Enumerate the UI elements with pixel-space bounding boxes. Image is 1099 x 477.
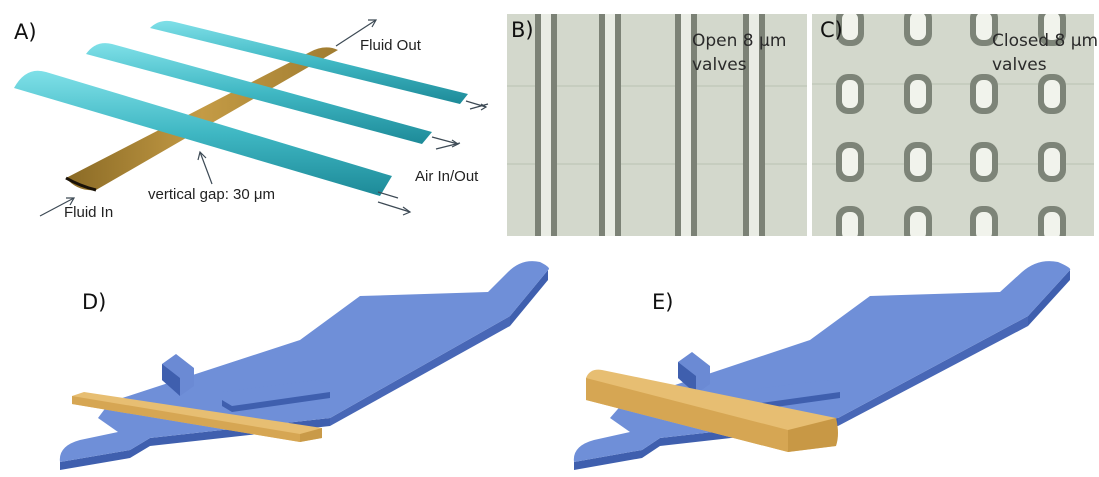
panel-e-render xyxy=(573,261,1071,470)
closed-valve-14 xyxy=(970,206,998,236)
micrograph-closed xyxy=(812,14,1094,236)
fluid-in-label: Fluid In xyxy=(64,204,114,221)
closed-valve-2 xyxy=(970,14,998,46)
closed-valve-4 xyxy=(836,74,864,114)
open-channel-2 xyxy=(599,14,621,236)
panel-a-label: A) xyxy=(14,20,37,44)
panel-b-label: B) xyxy=(511,18,534,42)
open-valves-line1: Open 8 μm xyxy=(692,31,787,51)
open-channel-1 xyxy=(535,14,557,236)
closed-valve-10 xyxy=(970,142,998,182)
panel-d-render xyxy=(59,261,549,470)
closed-valves-line2: valves xyxy=(992,55,1047,75)
closed-valve-12 xyxy=(836,206,864,236)
valve-membrane-d xyxy=(72,392,322,442)
open-channel-3 xyxy=(675,14,697,236)
open-channel-4 xyxy=(743,14,765,236)
fluid-channel xyxy=(65,47,338,192)
air-channel-1 xyxy=(150,20,468,104)
air-in-out-label: Air In/Out xyxy=(415,168,479,185)
closed-valve-6 xyxy=(970,74,998,114)
closed-valve-8 xyxy=(836,142,864,182)
micrograph-open xyxy=(507,14,807,236)
closed-valve-11 xyxy=(1038,142,1066,182)
fluid-in-arrow xyxy=(39,197,75,217)
closed-valve-1 xyxy=(904,14,932,46)
air-channel-2 xyxy=(86,43,432,144)
closed-valve-3 xyxy=(1038,14,1066,46)
fluid-out-label: Fluid Out xyxy=(360,37,421,54)
closed-valves-line1: Closed 8 μm xyxy=(992,31,1099,51)
closed-valve-13 xyxy=(904,206,932,236)
valve-membrane-e xyxy=(586,369,838,452)
open-valves-line2: valves xyxy=(692,55,747,75)
closed-valve-0 xyxy=(836,14,864,46)
closed-valve-15 xyxy=(1038,206,1066,236)
air-channel-3 xyxy=(14,70,392,196)
panel-a-schematic xyxy=(14,19,489,217)
gap-arrow xyxy=(199,151,213,185)
closed-valve-5 xyxy=(904,74,932,114)
closed-valve-7 xyxy=(1038,74,1066,114)
panel-d-label: D) xyxy=(82,290,107,314)
fluid-out-arrow xyxy=(335,19,377,47)
panel-e-label: E) xyxy=(652,290,674,314)
closed-valve-9 xyxy=(904,142,932,182)
vertical-gap-label: vertical gap: 30 μm xyxy=(148,186,276,203)
panel-c-label: C) xyxy=(820,18,843,42)
